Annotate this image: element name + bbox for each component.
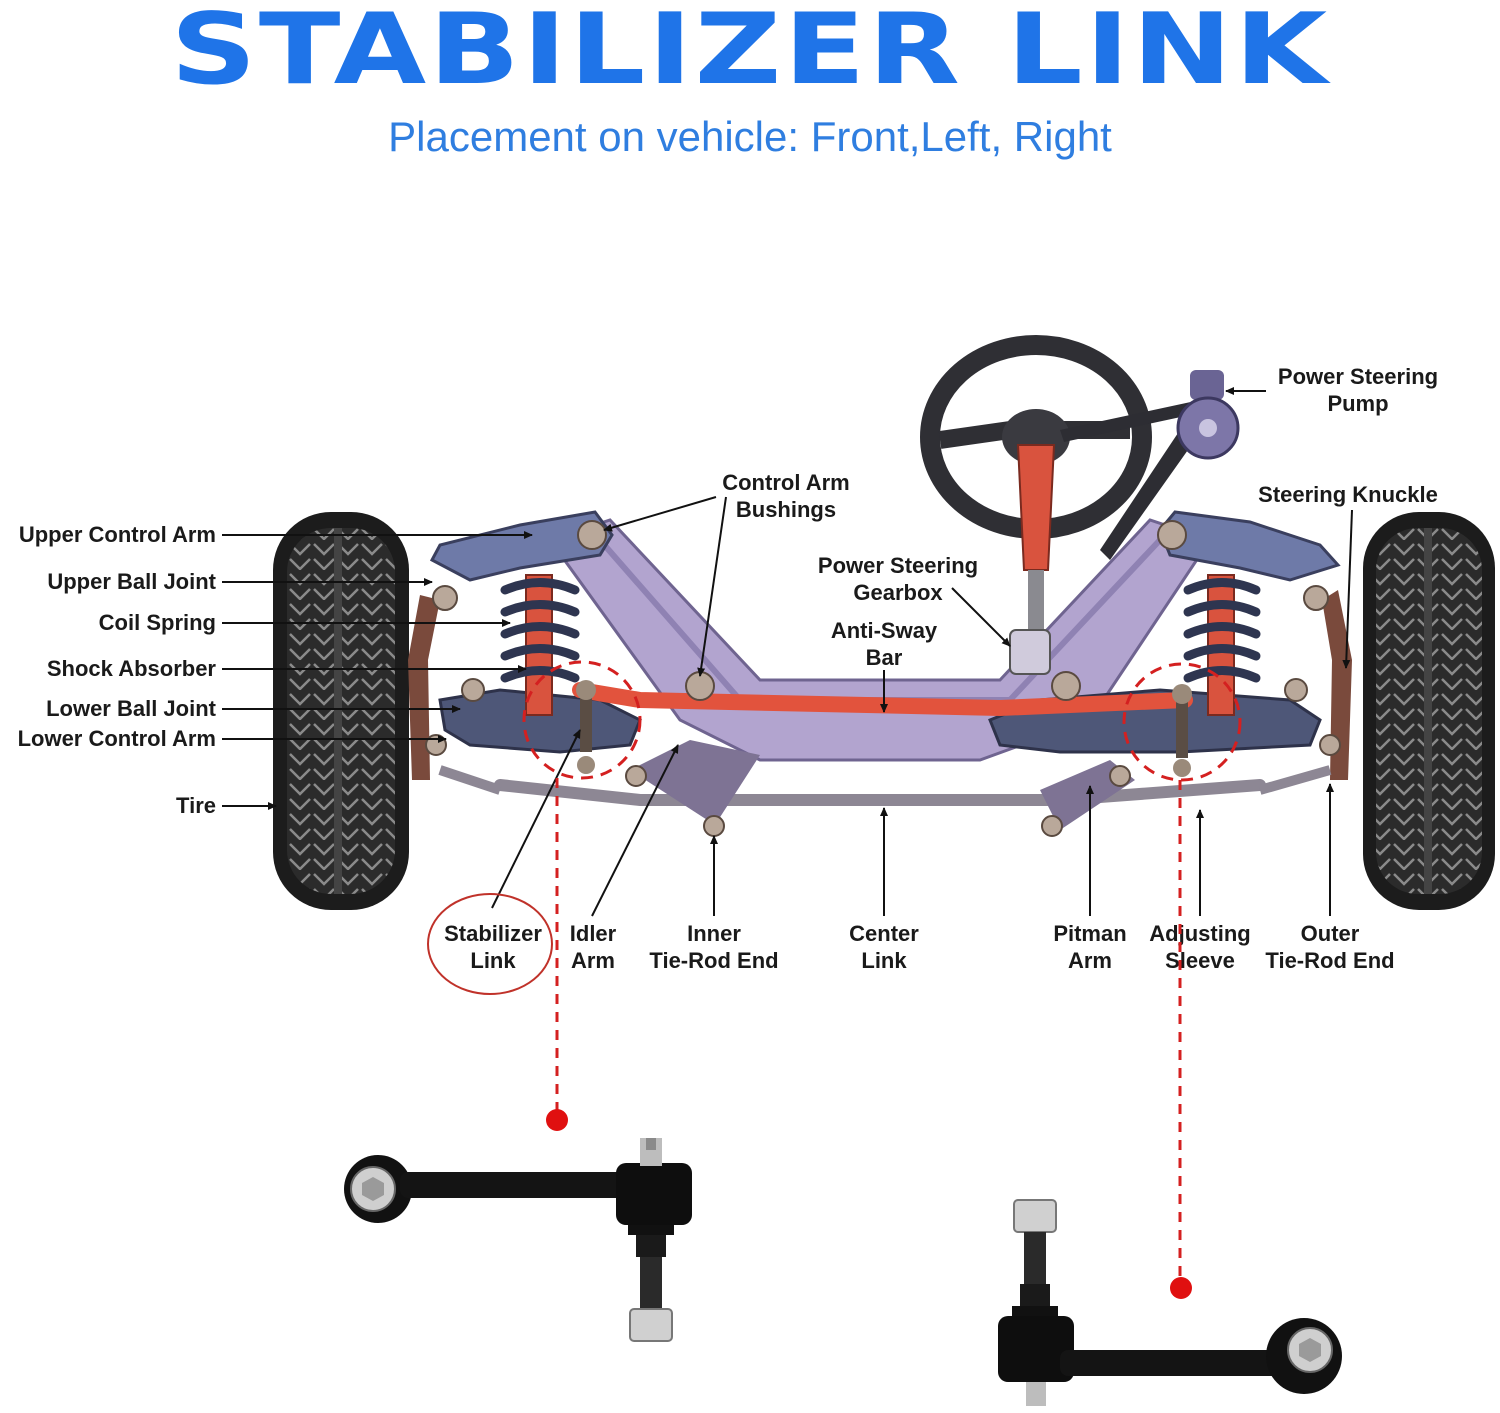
top-callout-leaders	[603, 387, 1353, 713]
label-pitman-arm-1: Pitman	[1053, 921, 1126, 946]
left-tire-icon	[273, 512, 409, 910]
page-title: STABILIZER LINK	[170, 0, 1330, 107]
label-center-link-2: Link	[861, 948, 907, 973]
left-callout-leaders	[222, 531, 533, 810]
right-stabilizer-link-mount	[1172, 684, 1192, 777]
label-outer-tie-rod-end-1: Outer	[1301, 921, 1360, 946]
right-coil-spring-icon	[1183, 578, 1261, 683]
right-tire-icon	[1363, 512, 1495, 910]
left-coil-spring-icon	[500, 578, 580, 683]
label-inner-tie-rod-end-2: Tie-Rod End	[649, 948, 778, 973]
callout-labels: Upper Control Arm Upper Ball Joint Coil …	[18, 364, 1439, 973]
bushing-bolts	[425, 520, 1341, 837]
left-upper-control-arm	[429, 510, 614, 582]
label-control-arm-bushings-2: Bushings	[736, 497, 836, 522]
label-outer-tie-rod-end-2: Tie-Rod End	[1265, 948, 1394, 973]
tie-rods	[438, 765, 1332, 795]
label-shock-absorber: Shock Absorber	[47, 656, 217, 681]
label-power-steering-gearbox-2: Gearbox	[853, 580, 943, 605]
label-adjusting-sleeve-2: Sleeve	[1165, 948, 1235, 973]
label-stabilizer-link-2: Link	[470, 948, 516, 973]
label-idler-arm-1: Idler	[570, 921, 617, 946]
right-steering-knuckle	[1322, 590, 1352, 780]
left-steering-knuckle	[408, 595, 440, 780]
left-stabilizer-highlight	[522, 660, 642, 780]
label-center-link-1: Center	[849, 921, 919, 946]
steering-wheel-icon	[920, 335, 1152, 675]
label-adjusting-sleeve-1: Adjusting	[1149, 921, 1250, 946]
label-upper-control-arm: Upper Control Arm	[19, 522, 216, 547]
label-steering-knuckle: Steering Knuckle	[1258, 482, 1438, 507]
label-upper-ball-joint: Upper Ball Joint	[47, 569, 216, 594]
label-coil-spring: Coil Spring	[99, 610, 216, 635]
anti-sway-bar	[572, 682, 1193, 717]
label-control-arm-bushings-1: Control Arm	[722, 470, 850, 495]
stabilizer-link-part-icon-2	[998, 1199, 1342, 1406]
label-anti-sway-bar-1: Anti-Sway	[831, 618, 938, 643]
label-power-steering-pump-2: Pump	[1327, 391, 1388, 416]
stabilizer-label-highlight	[427, 893, 553, 995]
bottom-callout-leaders	[491, 729, 1334, 917]
stabilizer-link-part-icon	[344, 1138, 692, 1342]
power-steering-pump-icon	[1060, 370, 1240, 560]
center-link	[494, 779, 1266, 806]
label-power-steering-gearbox-1: Power Steering	[818, 553, 978, 578]
label-power-steering-pump-1: Power Steering	[1278, 364, 1438, 389]
label-lower-control-arm: Lower Control Arm	[18, 726, 216, 751]
label-stabilizer-link-1: Stabilizer	[444, 921, 542, 946]
label-lower-ball-joint: Lower Ball Joint	[46, 696, 217, 721]
right-stabilizer-highlight	[1122, 662, 1242, 782]
page-subtitle: Placement on vehicle: Front,Left, Right	[388, 113, 1112, 160]
right-upper-control-arm	[1158, 510, 1341, 582]
part-pointer-lines	[546, 778, 1192, 1299]
label-pitman-arm-2: Arm	[1068, 948, 1112, 973]
label-idler-arm-2: Arm	[571, 948, 615, 973]
label-inner-tie-rod-end-1: Inner	[687, 921, 741, 946]
label-tire: Tire	[176, 793, 216, 818]
left-stabilizer-link-mount	[576, 680, 596, 774]
idler-arm	[630, 740, 760, 825]
label-anti-sway-bar-2: Bar	[866, 645, 903, 670]
